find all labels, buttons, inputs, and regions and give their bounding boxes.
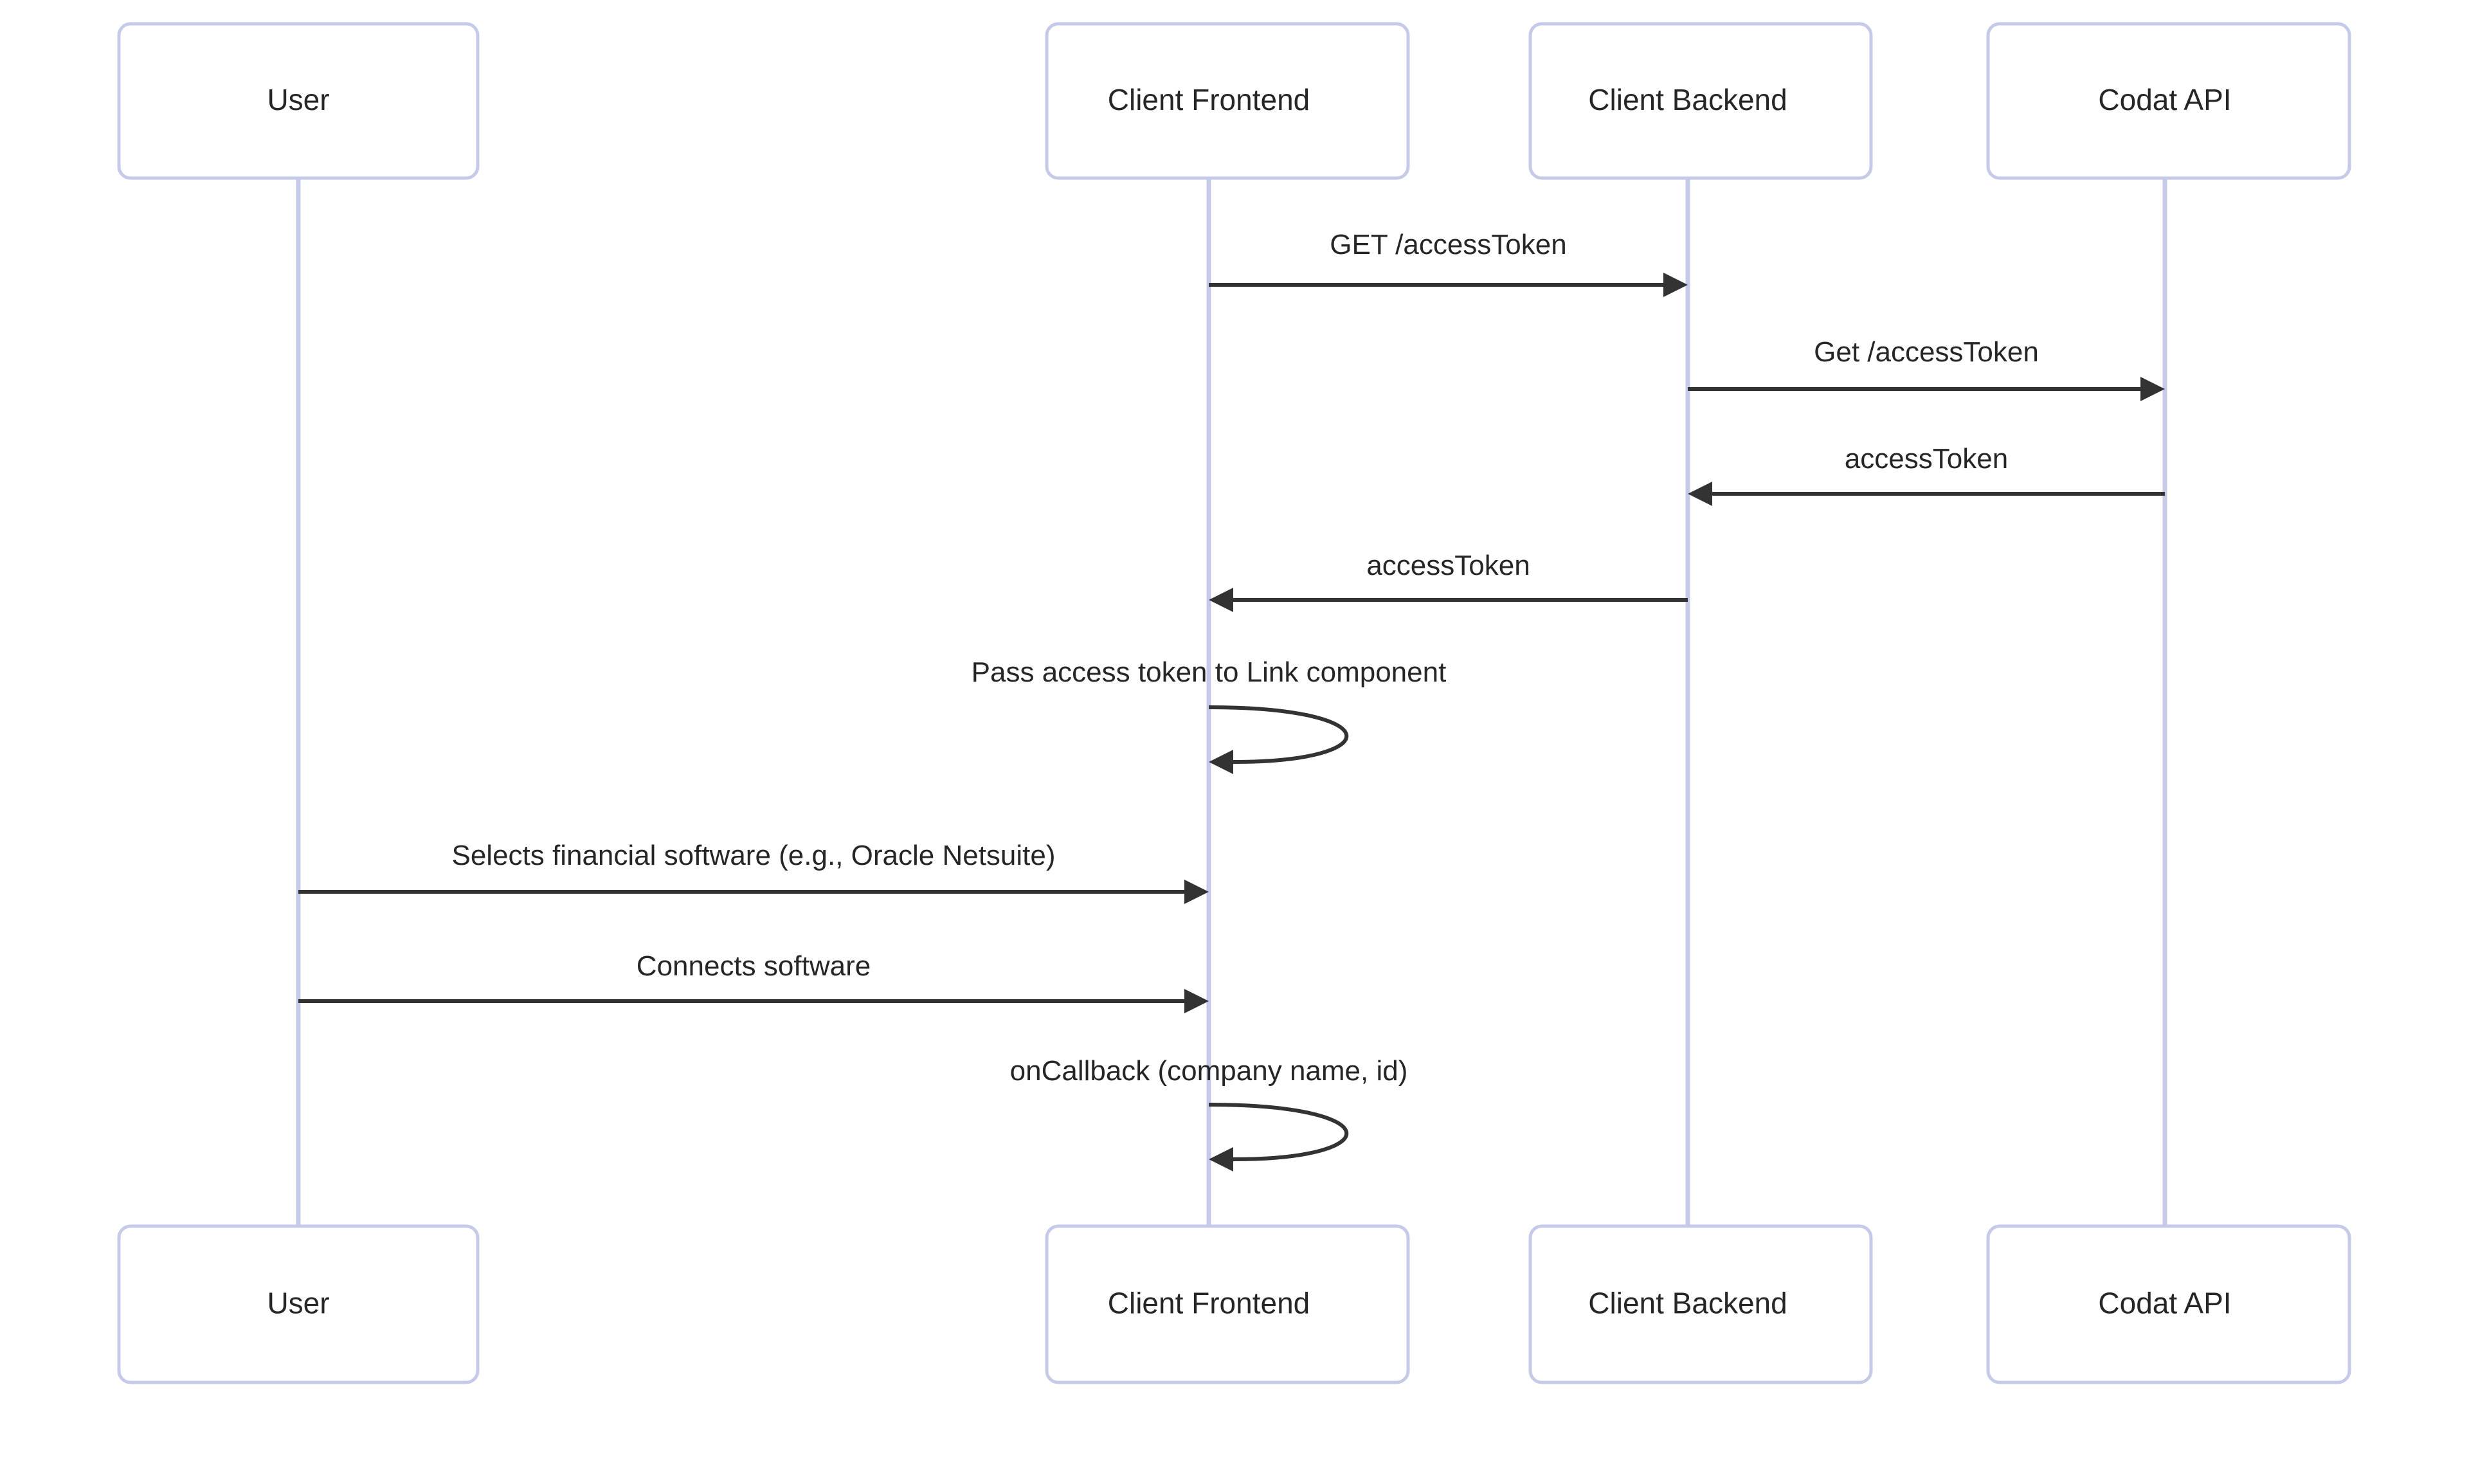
actor-label-user: User <box>267 1287 329 1320</box>
message-arrowhead-m2 <box>2140 377 2165 401</box>
message-label-m5: Pass access token to Link component <box>972 656 1447 688</box>
message-m5: Pass access token to Link component <box>972 656 1447 774</box>
actor-top-codat: Codat API <box>1986 22 2351 180</box>
message-label-m6: Selects financial software (e.g., Oracle… <box>451 840 1055 871</box>
message-m8: onCallback (company name, id) <box>1010 1055 1408 1172</box>
actor-box-backend <box>1528 1224 1873 1384</box>
message-label-m4: accessToken <box>1366 550 1530 581</box>
actor-bottom-user: User <box>117 1224 480 1384</box>
actor-box-user <box>117 22 480 180</box>
message-arrowhead-m7 <box>1184 989 1209 1013</box>
message-m4: accessToken <box>1209 550 1688 612</box>
actor-box-user <box>117 1224 480 1384</box>
message-m2: Get /accessToken <box>1688 336 2165 401</box>
message-m7: Connects software <box>298 950 1209 1013</box>
actor-top-user: User <box>117 22 480 180</box>
message-arrowhead-m8 <box>1209 1147 1233 1172</box>
actors-bottom-layer: User Client Frontend Client Backend Codat A… <box>117 1224 2351 1384</box>
message-label-m2: Get /accessToken <box>1814 336 2039 368</box>
message-arrowhead-m3 <box>1688 482 1712 506</box>
message-loop-m8 <box>1208 1103 1349 1161</box>
message-label-m1: GET /accessToken <box>1330 229 1566 260</box>
actor-box-frontend <box>1045 22 1410 180</box>
actor-label-backend: Client Backend <box>1588 1287 1787 1320</box>
actor-label-frontend: Client Frontend <box>1108 83 1310 116</box>
actor-bottom-frontend: Client Frontend <box>1045 1224 1410 1384</box>
message-label-m3: accessToken <box>1845 443 2008 475</box>
actor-box-codat <box>1986 1224 2351 1384</box>
message-arrowhead-m5 <box>1209 750 1233 774</box>
actor-bottom-backend: Client Backend <box>1528 1224 1873 1384</box>
actor-label-frontend: Client Frontend <box>1108 1287 1310 1320</box>
message-m1: GET /accessToken <box>1209 229 1688 297</box>
message-arrowhead-m1 <box>1663 273 1688 297</box>
actor-box-frontend <box>1045 1224 1410 1384</box>
message-arrowhead-m4 <box>1209 588 1233 612</box>
lifelines-layer <box>296 178 2167 1382</box>
actor-bottom-codat: Codat API <box>1986 1224 2351 1384</box>
actor-top-frontend: Client Frontend <box>1045 22 1410 180</box>
message-arrowhead-m6 <box>1184 880 1209 904</box>
message-loop-m5 <box>1208 705 1349 764</box>
actor-top-backend: Client Backend <box>1528 22 1873 180</box>
actor-label-backend: Client Backend <box>1588 83 1787 116</box>
message-m3: accessToken <box>1688 443 2165 506</box>
actors-top-layer: User Client Frontend Client Backend Codat A… <box>117 22 2351 180</box>
message-label-m8: onCallback (company name, id) <box>1010 1055 1408 1087</box>
message-label-m7: Connects software <box>637 950 871 982</box>
actor-box-codat <box>1986 22 2351 180</box>
actor-label-user: User <box>267 83 329 116</box>
message-m6: Selects financial software (e.g., Oracle… <box>298 840 1209 904</box>
actor-box-backend <box>1528 22 1873 180</box>
actor-label-codat: Codat API <box>2098 1287 2231 1320</box>
actor-label-codat: Codat API <box>2098 83 2231 116</box>
